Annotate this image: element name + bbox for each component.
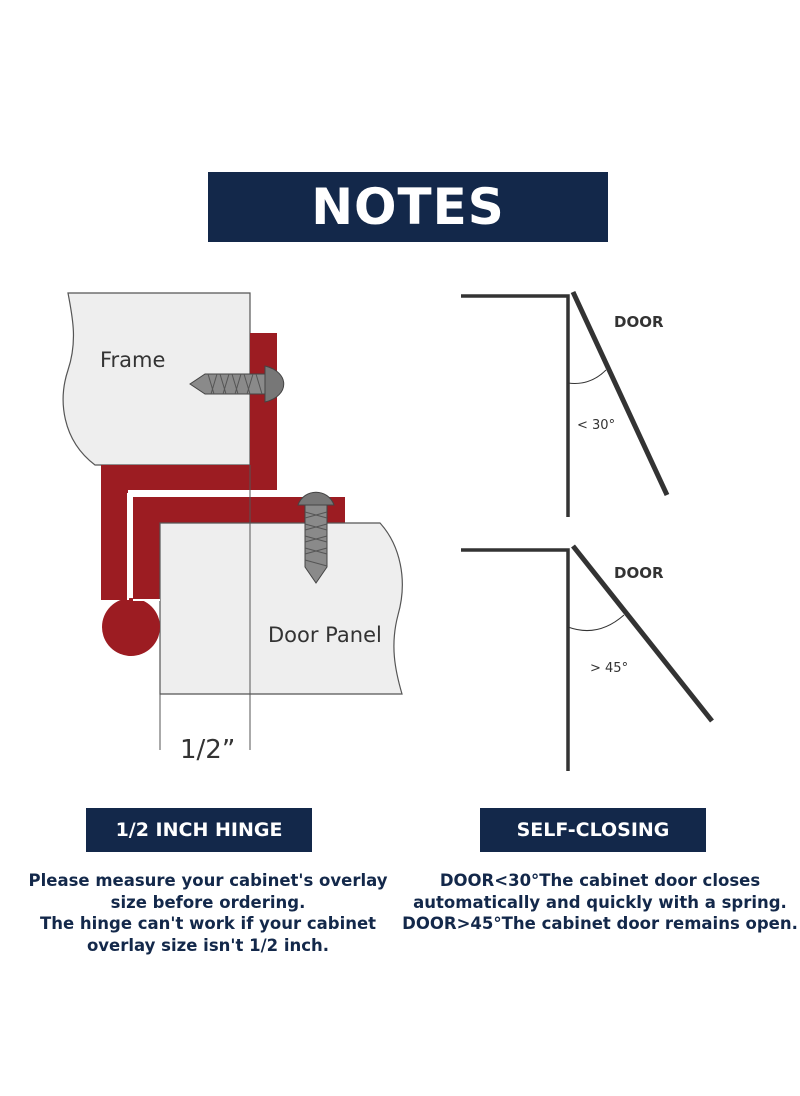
cabinet-wall-bottom	[461, 548, 570, 771]
frame-label: Frame	[100, 348, 165, 372]
frame-screw	[189, 365, 285, 403]
closing-section-heading: SELF-CLOSING	[516, 819, 670, 841]
closing-note-line: DOOR>45°The cabinet door remains open.	[402, 914, 798, 933]
hinge-note: Please measure your cabinet's overlay si…	[8, 870, 408, 956]
door-line-bottom	[571, 544, 714, 723]
hinge-diagram: Frame Door Panel 1/2”	[62, 292, 403, 765]
door-label-top: DOOR	[614, 313, 664, 331]
closing-diagram-top: DOOR < 30°	[461, 290, 670, 517]
closing-note: DOOR<30°The cabinet door closes automati…	[400, 870, 800, 935]
door-panel-block	[159, 522, 403, 695]
door-panel-label: Door Panel	[268, 623, 382, 647]
overlay-dimension-label: 1/2”	[180, 735, 235, 765]
closing-section-banner: SELF-CLOSING	[480, 808, 706, 852]
hinge-note-line: size before ordering.	[110, 892, 306, 912]
notes-title-banner: NOTES	[208, 172, 608, 242]
hinge-arm	[101, 333, 277, 600]
closing-diagram-bottom: DOOR > 45°	[461, 544, 714, 771]
closing-note-line: DOOR<30°The cabinet door closes	[439, 871, 761, 890]
door-screw	[297, 491, 335, 584]
hinge-section-heading: 1/2 INCH HINGE	[115, 819, 283, 841]
cabinet-wall-top	[461, 294, 570, 517]
hinge-section-banner: 1/2 INCH HINGE	[86, 808, 312, 852]
hinge-knuckle	[102, 598, 160, 656]
hinge-note-line: overlay size isn't 1/2 inch.	[86, 935, 330, 955]
hinge-note-line: Please measure your cabinet's overlay	[28, 871, 388, 890]
angle-arc-bottom	[567, 614, 625, 631]
hinge-note-line: The hinge can't work if your cabinet	[39, 914, 377, 933]
angle-label-bottom: > 45°	[590, 661, 628, 676]
door-line-top	[570, 290, 670, 497]
closing-note-line: automatically and quickly with a spring.	[413, 892, 787, 912]
page-title: NOTES	[311, 178, 505, 236]
angle-label-top: < 30°	[577, 418, 615, 433]
angle-arc-top	[567, 369, 607, 384]
door-label-bottom: DOOR	[614, 564, 664, 582]
frame-block	[62, 292, 251, 466]
